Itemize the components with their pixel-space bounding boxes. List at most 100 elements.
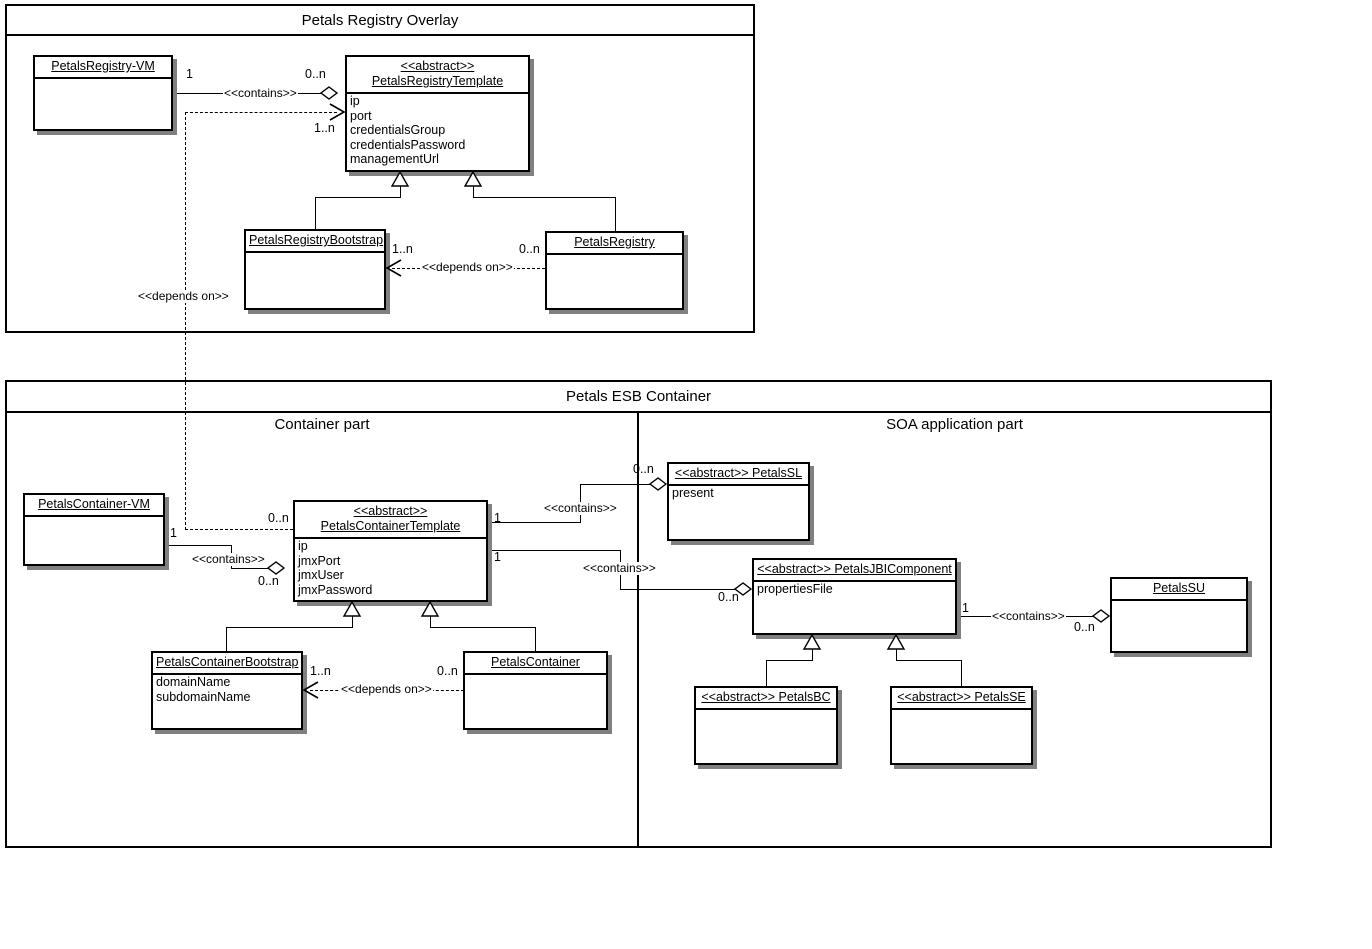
gen-line-bc-h	[766, 660, 813, 661]
mult-template-sl-source: 1	[494, 511, 501, 525]
mult-registryvm-contains-source: 1	[186, 67, 193, 81]
gen-line-containerbootstrap-h	[226, 627, 353, 628]
line-containervm-contains-h1	[165, 545, 231, 546]
class-name-text: PetalsContainerTemplate	[320, 519, 461, 533]
line-containervm-contains-h2	[231, 568, 276, 569]
class-attrs-petals-jbi-component: propertiesFile	[754, 582, 955, 599]
mult-template-jbi-target: 0..n	[718, 590, 739, 604]
class-petals-registry-vm[interactable]: PetalsRegistry-VM	[33, 55, 173, 131]
attr-management-url: managementUrl	[350, 152, 439, 166]
class-petals-jbi-component[interactable]: <<abstract>> PetalsJBIComponent properti…	[752, 558, 957, 635]
line-template-sl-h1	[488, 522, 581, 523]
attr-credentials-password: credentialsPassword	[350, 137, 466, 152]
class-title-petals-container-vm: PetalsContainer-VM	[25, 495, 163, 517]
class-stereotype-text: <<abstract>>	[353, 504, 428, 518]
attr-jmx-user: jmxUser	[298, 568, 344, 582]
class-name-text: PetalsContainer	[491, 655, 580, 669]
gen-line-containerbootstrap-v1	[352, 602, 353, 628]
class-name-text: <<abstract>> PetalsSL	[674, 466, 803, 480]
class-name-text: PetalsRegistryBootstrap	[249, 233, 384, 247]
gen-line-se-v2	[961, 660, 962, 686]
class-petals-container-template[interactable]: <<abstract>> PetalsContainerTemplate ip …	[293, 500, 488, 602]
gen-line-container-h	[430, 627, 536, 628]
class-petals-container-bootstrap[interactable]: PetalsContainerBootstrap domainName subd…	[151, 651, 303, 730]
package-esb-container-title: Petals ESB Container	[7, 382, 1270, 413]
label-template-jbi-contains: <<contains>>	[582, 561, 657, 575]
class-title-petals-registry: PetalsRegistry	[547, 233, 682, 255]
gen-line-se-v1	[896, 635, 897, 661]
class-attrs-petals-registry-bootstrap	[246, 253, 384, 255]
class-attrs-petals-registry-vm	[35, 79, 171, 81]
class-title-petals-container-bootstrap: PetalsContainerBootstrap	[153, 653, 301, 675]
gen-line-se-h	[896, 660, 962, 661]
class-name-text: PetalsContainer-VM	[38, 497, 150, 511]
esb-container-vertical-divider	[637, 411, 639, 848]
label-container-depends-on: <<depends on>>	[340, 682, 433, 696]
dashed-depends-vertical	[185, 112, 186, 530]
class-petals-su[interactable]: PetalsSU	[1110, 577, 1248, 653]
class-name-text: PetalsRegistryTemplate	[371, 74, 504, 88]
class-attrs-petals-container-template: ip jmxPort jmxUser jmxPassword	[295, 539, 486, 599]
class-petals-sl[interactable]: <<abstract>> PetalsSL present	[667, 462, 810, 541]
line-template-sl-h2	[580, 484, 660, 485]
class-attrs-petals-container-bootstrap: domainName subdomainName	[153, 675, 301, 706]
package-registry-overlay-title: Petals Registry Overlay	[7, 6, 753, 36]
class-petals-container[interactable]: PetalsContainer	[463, 651, 608, 730]
gen-line-registry-h	[473, 197, 615, 198]
mult-registry-bootstrap-source: 1..n	[392, 242, 413, 256]
mult-registry-bootstrap-target: 0..n	[519, 242, 540, 256]
class-title-petals-container-template: <<abstract>> PetalsContainerTemplate	[295, 502, 486, 539]
line-template-jbi-h2	[620, 589, 745, 590]
class-petals-se[interactable]: <<abstract>> PetalsSE	[890, 686, 1033, 765]
mult-template-sl-target: 0..n	[633, 462, 654, 476]
mult-containervm-target: 0..n	[258, 574, 279, 588]
class-petals-registry-bootstrap[interactable]: PetalsRegistryBootstrap	[244, 229, 386, 310]
label-containervm-contains: <<contains>>	[191, 552, 266, 566]
label-template-sl-contains: <<contains>>	[543, 501, 618, 515]
dashed-depends-bottom-horizontal	[185, 529, 293, 530]
attr-jmx-port: jmxPort	[298, 553, 341, 568]
label-registryvm-contains: <<contains>>	[223, 86, 298, 100]
class-name-text: <<abstract>> PetalsSE	[897, 690, 1026, 704]
dashed-depends-top-horizontal	[185, 112, 337, 113]
gen-line-bc-v1	[812, 635, 813, 661]
gen-line-regbootstrap-v2	[315, 197, 316, 229]
class-attrs-petals-su	[1112, 601, 1246, 603]
gen-line-registry-v2	[615, 197, 616, 231]
attr-credentials-group: credentialsGroup	[350, 123, 446, 137]
class-attrs-petals-se	[892, 710, 1031, 712]
attr-properties-file: propertiesFile	[757, 582, 833, 596]
mult-jbi-su-source: 1	[962, 601, 969, 615]
class-name-text: PetalsSU	[1152, 581, 1206, 595]
attr-present: present	[672, 486, 714, 500]
line-template-jbi-h1	[488, 550, 621, 551]
class-attrs-petals-registry	[547, 255, 682, 257]
gen-line-container-v2	[535, 627, 536, 651]
class-petals-registry[interactable]: PetalsRegistry	[545, 231, 684, 310]
mult-container-dep-source: 1..n	[310, 664, 331, 678]
class-title-petals-su: PetalsSU	[1112, 579, 1246, 601]
mult-registryvm-contains-target: 0..n	[305, 67, 326, 81]
attr-subdomain-name: subdomainName	[156, 689, 251, 704]
mult-container-template-dep: 0..n	[268, 511, 289, 525]
class-title-petals-jbi-component: <<abstract>> PetalsJBIComponent	[754, 560, 955, 582]
class-name-text: PetalsRegistry-VM	[51, 59, 155, 73]
mult-jbi-su-target: 0..n	[1074, 620, 1095, 634]
class-name-text: <<abstract>> PetalsBC	[701, 690, 831, 704]
attr-ip: ip	[350, 94, 360, 108]
gen-line-container-v1	[430, 602, 431, 628]
class-petals-container-vm[interactable]: PetalsContainer-VM	[23, 493, 165, 566]
class-name-text: PetalsRegistry	[574, 235, 655, 249]
container-part-title: Container part	[274, 416, 370, 433]
gen-line-regbootstrap-h	[315, 197, 401, 198]
gen-line-bc-v2	[766, 660, 767, 686]
class-petals-bc[interactable]: <<abstract>> PetalsBC	[694, 686, 838, 765]
mult-template-jbi-source: 1	[494, 550, 501, 564]
label-vm-depends-on: <<depends on>>	[137, 289, 230, 303]
class-petals-registry-template[interactable]: <<abstract>> PetalsRegistryTemplate ip p…	[345, 55, 530, 172]
soa-application-part-title: SOA application part	[886, 416, 1023, 433]
class-attrs-petals-container-vm	[25, 517, 163, 519]
class-attrs-petals-container	[465, 675, 606, 677]
class-title-petals-container: PetalsContainer	[465, 653, 606, 675]
